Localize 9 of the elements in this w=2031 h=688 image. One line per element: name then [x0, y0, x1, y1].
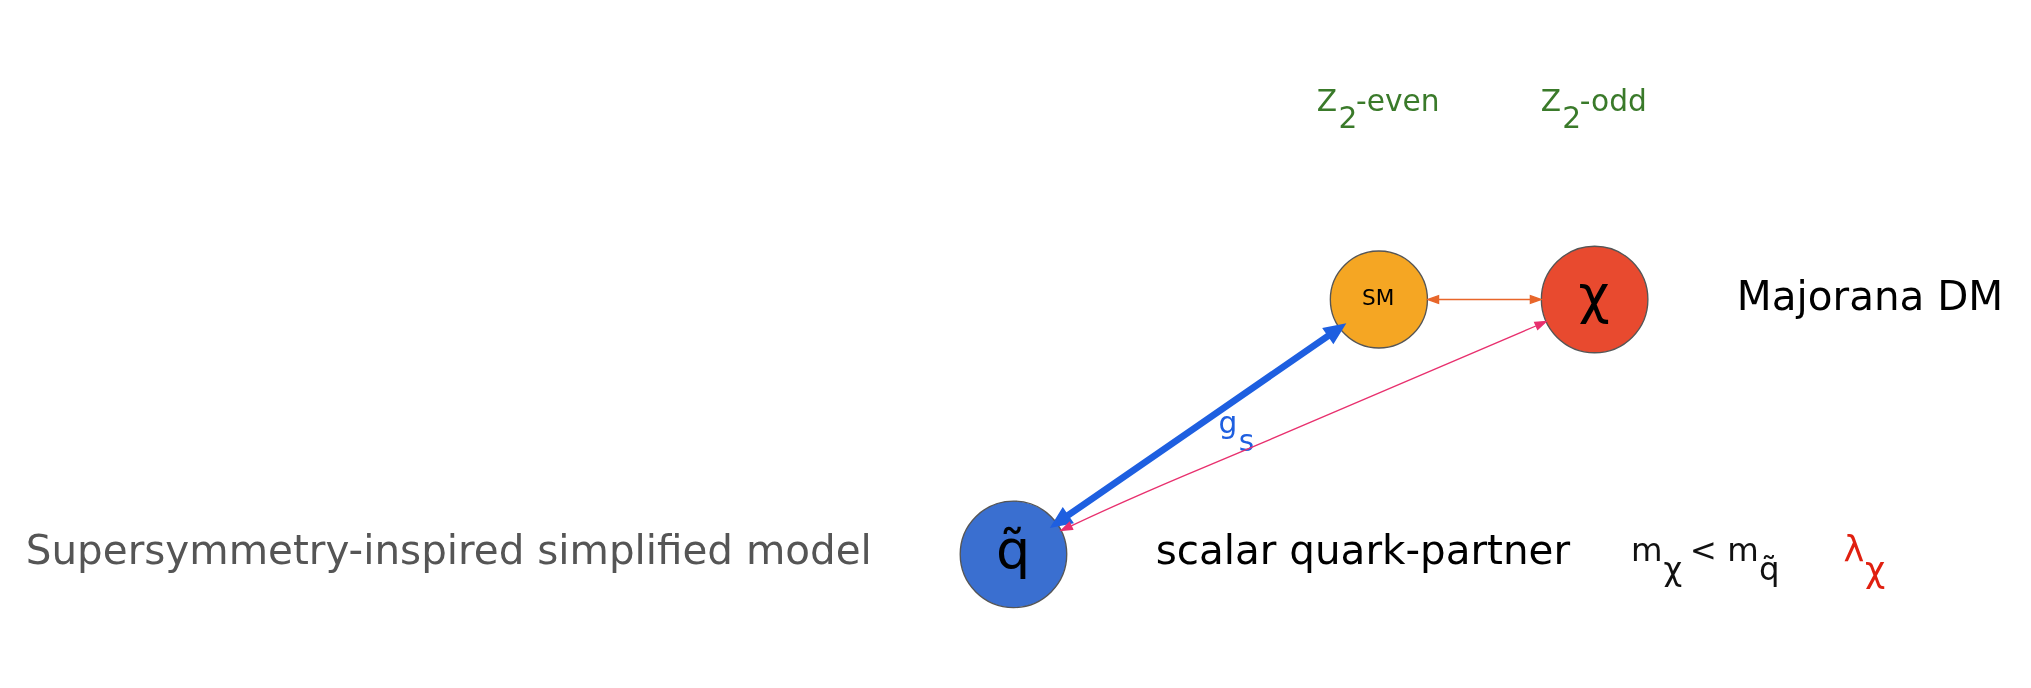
node-circle: SM: [1329, 250, 1429, 349]
arrow: [1059, 320, 1548, 532]
label: Supersymmetry-inspired simplified model: [25, 526, 872, 575]
arrow: [1425, 294, 1544, 305]
node-circle: χ: [1540, 245, 1649, 354]
arrow: [1049, 323, 1347, 528]
node-label: scalar quark-partner: [1155, 526, 1571, 575]
node-label: Majorana DM: [1736, 271, 2004, 320]
node-circle: q̃: [959, 500, 1068, 609]
